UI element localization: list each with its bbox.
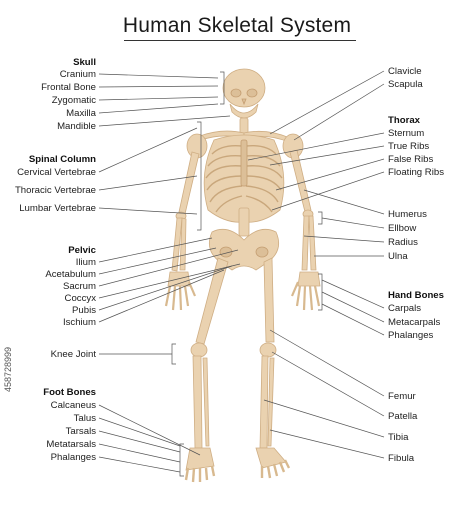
label-tibia: Tibia: [388, 432, 409, 443]
label-frontal-bone: Frontal Bone: [41, 82, 96, 93]
label-cranium: Cranium: [59, 69, 96, 80]
skull-shape: [222, 68, 266, 108]
left-radius: [171, 217, 183, 272]
label-coccyx: Coccyx: [64, 293, 96, 304]
left-obturator: [219, 246, 233, 258]
left-tibia: [192, 355, 203, 449]
spinal-column-header: Spinal Column: [28, 154, 96, 165]
label-clavicle: Clavicle: [388, 66, 422, 77]
skeleton: [164, 68, 321, 483]
label-talus: Talus: [73, 413, 96, 424]
label-fibula: Fibula: [388, 453, 415, 464]
left-femur: [195, 257, 229, 345]
right-fingers: [290, 281, 321, 311]
right-hand-carpals: [297, 271, 321, 287]
label-metacarpals: Metacarpals: [388, 317, 441, 328]
label-cervical-vertebrae: Cervical Vertebrae: [17, 167, 96, 178]
label-lumbar-vertebrae: Lumbar Vertebrae: [19, 203, 96, 214]
label-ischium: Ischium: [62, 317, 96, 328]
hand-bones-header: Hand Bones: [388, 290, 444, 301]
leader-lines: [98, 70, 385, 477]
left-foot-tarsals: [185, 447, 215, 471]
left-eye-socket: [230, 88, 242, 98]
label-scapula: Scapula: [388, 79, 423, 90]
ribs: [205, 144, 283, 213]
left-fibula: [202, 357, 210, 447]
stock-id: 458728999: [3, 346, 13, 392]
foot-bones-header: Foot Bones: [43, 387, 96, 398]
label-sternum: Sternum: [388, 128, 425, 139]
label-true-ribs: True Ribs: [388, 141, 430, 152]
label-ulna: Ulna: [388, 251, 408, 262]
right-ulna: [308, 215, 317, 271]
label-carpals: Carpals: [388, 303, 422, 314]
label-femur: Femur: [388, 391, 416, 402]
right-eye-socket: [246, 88, 258, 98]
label-zygomatic: Zygomatic: [51, 95, 96, 106]
label-foot-phalanges: Phalanges: [50, 452, 96, 463]
jaw: [229, 103, 259, 119]
skull-header: Skull: [73, 57, 96, 68]
left-humerus: [178, 151, 200, 215]
right-radius: [301, 215, 310, 271]
label-pubis: Pubis: [72, 305, 96, 316]
label-radius: Radius: [388, 237, 418, 248]
label-maxilla: Maxilla: [66, 108, 96, 119]
right-tibia: [259, 355, 269, 449]
label-metatarsals: Metatarsals: [46, 439, 96, 450]
label-ellbow: Ellbow: [388, 223, 417, 234]
label-acetabulum: Acetabulum: [45, 269, 96, 280]
title-underline: [124, 40, 356, 41]
right-femur: [263, 257, 275, 343]
label-mandible: Mandible: [57, 121, 96, 132]
label-hand-phalanges: Phalanges: [388, 330, 434, 341]
label-calcaneus: Calcaneus: [50, 400, 96, 411]
pelvic-header: Pelvic: [68, 245, 96, 256]
lumbar-spine: [238, 207, 250, 237]
label-false-ribs: False Ribs: [388, 154, 434, 165]
label-humerus: Humerus: [388, 209, 427, 220]
thorax-header: Thorax: [388, 115, 420, 126]
label-patella: Patella: [388, 411, 418, 422]
left-knee: [190, 342, 208, 358]
label-tarsals: Tarsals: [65, 426, 96, 437]
diagram-title: Human Skeletal System: [122, 14, 352, 37]
nasal-cavity: [241, 98, 247, 106]
sternum: [240, 139, 248, 187]
left-fingers: [164, 281, 197, 311]
label-knee-joint: Knee Joint: [50, 349, 96, 360]
right-knee: [259, 342, 277, 358]
label-floating-ribs: Floating Ribs: [388, 167, 444, 178]
label-ilium: Ilium: [75, 257, 96, 268]
left-toes: [184, 465, 216, 483]
label-thoracic-vertebrae: Thoracic Vertebrae: [14, 185, 96, 196]
label-sacrum: Sacrum: [62, 281, 96, 292]
neck-vertebrae: [239, 117, 249, 135]
right-toes: [260, 459, 291, 479]
right-obturator: [255, 246, 269, 258]
